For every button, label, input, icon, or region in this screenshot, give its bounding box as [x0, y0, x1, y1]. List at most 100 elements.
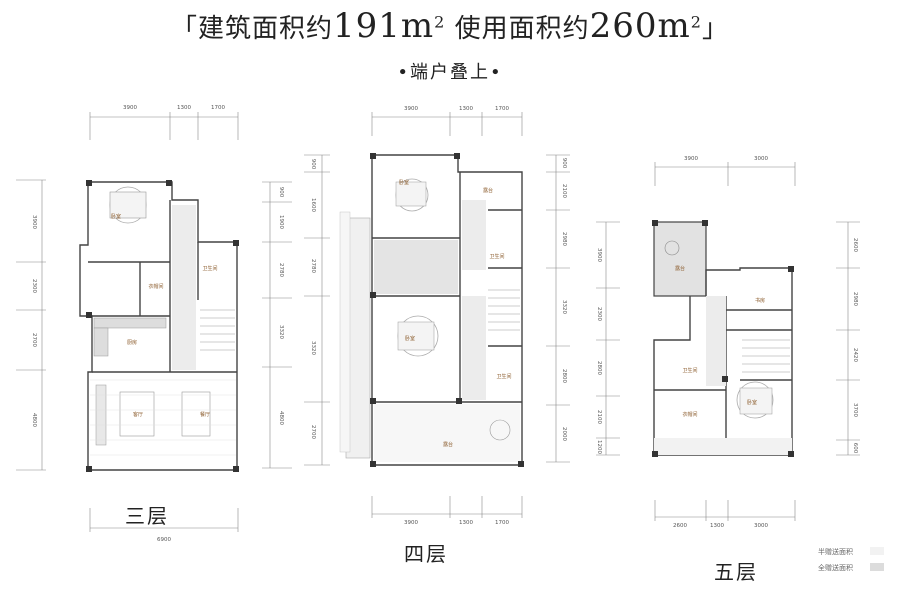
floor-3-top-dimensions — [89, 112, 239, 140]
f4-top-dim-3: 1700 — [495, 106, 509, 112]
f3-left-dim-4: 4800 — [31, 413, 37, 427]
f5-hallway — [706, 296, 726, 386]
title-prefix: 「建筑面积约 — [171, 14, 334, 44]
f4-bottom-dim-1: 3900 — [404, 520, 418, 526]
floor-5-right-dimensions — [836, 221, 860, 456]
f5-left-dim-4: 2100 — [596, 410, 602, 424]
floor-4-bottom-dimensions — [371, 496, 523, 518]
f5-bedroom-rug — [736, 381, 774, 419]
floor-4-left-dimensions — [304, 154, 330, 466]
usable-area-sup: 2 — [690, 12, 702, 32]
f4-void — [374, 240, 458, 294]
f5-left-dim-2: 2300 — [596, 307, 602, 321]
f3-right-dim-3: 2780 — [278, 263, 284, 277]
f5-top-dim-1: 3900 — [684, 156, 698, 162]
f3-sofa-area — [119, 391, 155, 437]
f4-right-dim-4: 3320 — [561, 300, 567, 314]
f4-top-dim-1: 3900 — [404, 106, 418, 112]
f3-kitchen-counter-side — [93, 327, 109, 357]
f4-right-dim-6: 2000 — [561, 427, 567, 441]
f3-top-dim-1: 3900 — [123, 105, 137, 111]
f5-room-bathroom: 卫生间 — [682, 367, 697, 374]
title-suffix: 」 — [701, 14, 729, 44]
f4-right-dim-2: 2100 — [561, 184, 567, 198]
f5-left-dim-5: 1200 — [596, 440, 602, 454]
floor-3-hallway — [172, 205, 196, 370]
f4-stairs — [488, 289, 520, 331]
f3-stairs — [200, 309, 235, 351]
f3-kitchen-counter — [93, 317, 167, 329]
f5-stairs — [742, 339, 790, 373]
f3-room-living: 客厅 — [133, 411, 143, 418]
f3-left-dim-1: 3900 — [31, 215, 37, 229]
f3-room-bathroom: 卫生间 — [202, 265, 217, 272]
f3-columns — [86, 180, 239, 472]
f4-side-terrace-edge — [339, 211, 351, 453]
f3-floor-tiles — [90, 379, 236, 456]
f5-room-study: 书房 — [755, 297, 765, 304]
f5-room-closet: 衣帽间 — [682, 411, 697, 418]
f4-bottom-terrace — [374, 404, 520, 462]
f4-left-dim-2: 1600 — [310, 198, 316, 212]
floor-5-bottom-dimensions — [654, 500, 796, 521]
building-area: 191 — [333, 6, 401, 46]
building-area-unit: m — [400, 6, 435, 46]
f4-left-dim-3: 2780 — [310, 259, 316, 273]
f3-left-dim-2: 2300 — [31, 279, 37, 293]
f5-right-dim-4: 3700 — [852, 403, 858, 417]
f5-bed — [739, 387, 773, 415]
legend-swatch-full — [870, 563, 884, 571]
f4-left-dim-4: 3320 — [310, 341, 316, 355]
f3-tv-cabinet — [95, 384, 107, 446]
f5-top-dim-2: 3000 — [754, 156, 768, 162]
f5-left-dim-3: 2800 — [596, 361, 602, 375]
f4-columns — [370, 153, 524, 467]
f4-terrace-table — [489, 419, 511, 441]
f5-terrace-table — [664, 240, 680, 256]
floor-4-top-dimensions — [371, 112, 523, 136]
f5-columns — [652, 220, 794, 457]
f3-top-dim-2: 1300 — [177, 105, 191, 111]
f4-right-dim-3: 2980 — [561, 232, 567, 246]
f5-balcony — [654, 438, 792, 455]
f5-right-dim-5: 600 — [852, 443, 858, 454]
f4-bottom-dim-2: 1300 — [459, 520, 473, 526]
legend-full-gift: 全赠送面积 — [818, 564, 853, 572]
floor-3-left-dimensions — [16, 179, 46, 471]
f4-bed-1 — [395, 181, 427, 207]
f5-left-dim-1: 3900 — [596, 248, 602, 262]
f4-room-bathroom-1: 卫生间 — [489, 253, 504, 260]
floor-3-right-dimensions — [262, 181, 292, 469]
floor-3-label: 三层 — [125, 504, 169, 528]
f3-right-dim-4: 3320 — [278, 325, 284, 339]
f4-left-dim-5: 2700 — [310, 425, 316, 439]
floor-5-walls — [653, 267, 793, 456]
f4-left-dim-1: 900 — [310, 159, 316, 170]
floor-4-plan: 3900 1300 1700 900 1600 2780 3320 2700 — [304, 106, 570, 526]
f4-right-dim-5: 2800 — [561, 369, 567, 383]
floor-5-label: 五层 — [714, 560, 758, 584]
f5-right-dim-3: 2420 — [852, 348, 858, 362]
f5-right-dim-1: 2600 — [852, 238, 858, 252]
f5-right-dim-2: 2980 — [852, 292, 858, 306]
f3-left-dim-3: 2700 — [31, 333, 37, 347]
page-title: 「建筑面积约191m2 使用面积约260m2」 — [0, 6, 900, 46]
f4-bottom-dim-3: 1700 — [495, 520, 509, 526]
f4-room-bedroom-2: 卧室 — [405, 335, 415, 342]
f3-room-dining: 餐厅 — [200, 411, 210, 418]
f4-room-bedroom-1: 卧室 — [399, 179, 409, 186]
building-area-sup: 2 — [434, 12, 446, 32]
f5-room-terrace: 露台 — [675, 265, 685, 272]
title-mid: 使用面积约 — [445, 14, 590, 44]
f4-room-terrace-2: 露台 — [443, 441, 453, 448]
f4-hallway — [462, 296, 486, 400]
f3-room-bedroom: 卧室 — [111, 213, 121, 220]
f3-top-dim-3: 1700 — [211, 105, 225, 111]
floor-4-label: 四层 — [404, 542, 448, 566]
f5-room-bedroom: 卧室 — [747, 399, 757, 406]
f4-room-terrace-1: 露台 — [483, 187, 493, 194]
f4-hallway-upper — [462, 200, 486, 270]
f3-room-kitchen: 厨房 — [127, 339, 137, 346]
f3-right-dim-2: 1900 — [278, 215, 284, 229]
